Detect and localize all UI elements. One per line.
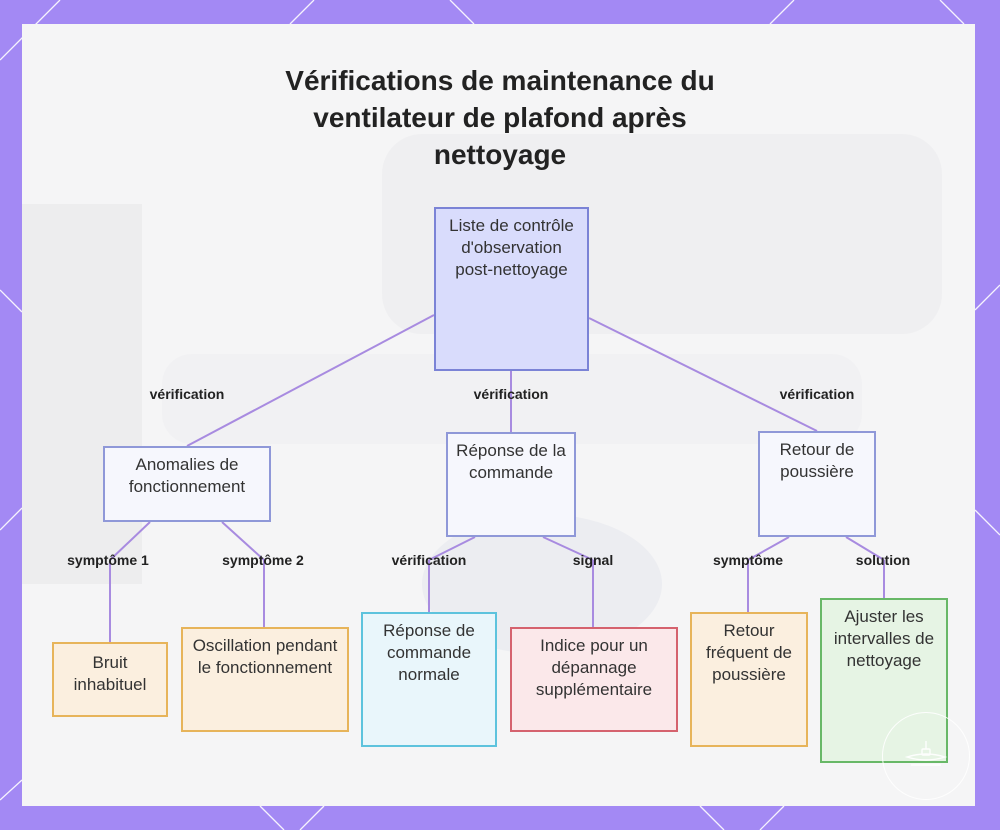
node-bruit-label: Bruit inhabituel [73, 653, 147, 694]
node-reponse-label: Réponse de la commande [456, 441, 566, 482]
node-anomalies-label: Anomalies de fonctionnement [128, 455, 246, 496]
edge-label-root-anomalies: vérification [149, 386, 225, 402]
fan-logo-icon [904, 741, 948, 766]
node-root-label: Liste de contrôle d'observation post-net… [449, 216, 574, 279]
edge-label-symptome-1: symptôme 1 [67, 552, 149, 568]
edge-reponse-indice [542, 536, 594, 561]
edge-label-root-reponse: vérification [473, 386, 549, 402]
node-bruit: Bruit inhabituel [52, 642, 168, 717]
edge-root-poussiere [588, 317, 818, 432]
node-retour-frequent: Retour fréquent de poussière [690, 612, 808, 747]
edge-label-reponse-verification: vérification [391, 552, 467, 568]
edge-label-symptome: symptôme [712, 552, 784, 568]
edge-poussiere-ajuster [845, 536, 885, 561]
node-poussiere-label: Retour de poussière [779, 440, 855, 481]
node-ajuster-label: Ajuster les intervalles de nettoyage [833, 607, 935, 670]
edge-poussiere-retour [747, 536, 790, 561]
edge-label-signal: signal [572, 552, 614, 568]
node-anomalies: Anomalies de fonctionnement [103, 446, 271, 522]
node-root: Liste de contrôle d'observation post-net… [434, 207, 589, 371]
node-indice-label: Indice pour un dépannage supplémentaire [535, 636, 653, 699]
node-reponse: Réponse de la commande [446, 432, 576, 537]
node-poussiere: Retour de poussière [758, 431, 876, 537]
node-reponse-normale: Réponse de commande normale [361, 612, 497, 747]
diagram-title: Vérifications de maintenance du ventilat… [285, 65, 715, 170]
node-oscillation: Oscillation pendant le fonctionnement [181, 627, 349, 732]
edge-label-root-poussiere: vérification [779, 386, 855, 402]
node-retour-frequent-label: Retour fréquent de poussière [705, 621, 792, 684]
edge-label-symptome-2: symptôme 2 [222, 552, 304, 568]
edge-anomalies-bruit [109, 521, 151, 561]
logo-watermark [882, 712, 970, 800]
node-indice: Indice pour un dépannage supplémentaire [510, 627, 678, 732]
node-oscillation-label: Oscillation pendant le fonctionnement [192, 636, 338, 677]
edge-root-anomalies [186, 314, 435, 447]
edge-label-solution: solution [855, 552, 911, 568]
node-reponse-normale-label: Réponse de commande normale [383, 621, 475, 684]
edge-anomalies-oscillation [221, 521, 265, 561]
edge-reponse-normale [428, 536, 476, 561]
